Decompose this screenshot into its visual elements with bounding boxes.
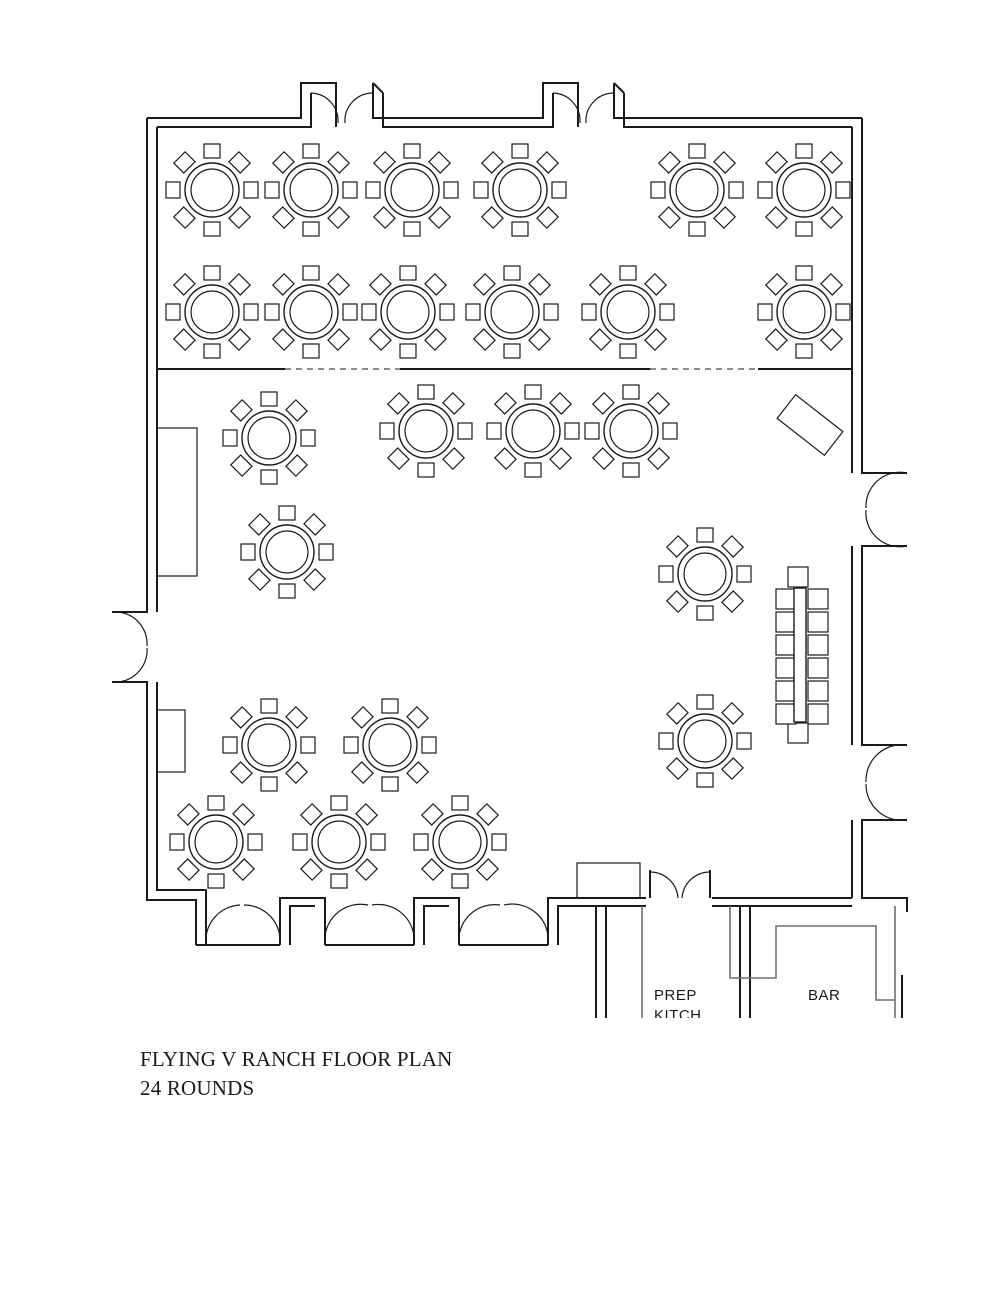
round-table: [465, 265, 559, 359]
round-table: [581, 265, 675, 359]
round-table: [222, 698, 316, 792]
round-table: [264, 265, 358, 359]
round-table: [292, 795, 386, 889]
round-table: [165, 265, 259, 359]
round-table: [222, 391, 316, 485]
round-table: [165, 143, 259, 237]
round-table: [365, 143, 459, 237]
floor-plan-drawing: PREP KITCH BAR: [111, 82, 908, 1024]
round-table: [658, 527, 752, 621]
round-table: [169, 795, 263, 889]
prep-kitchen-label-line1: PREP: [654, 987, 697, 1004]
bar-label: BAR: [808, 987, 840, 1004]
round-tables: [165, 143, 851, 889]
service-area: [576, 862, 903, 1018]
round-table: [486, 384, 580, 478]
floor-plan-subtitle: 24 ROUNDS: [140, 1076, 255, 1100]
round-table: [413, 795, 507, 889]
buffet-tables: [156, 393, 844, 773]
round-table: [473, 143, 567, 237]
round-table: [240, 505, 334, 599]
round-table: [757, 265, 851, 359]
round-table: [343, 698, 437, 792]
round-table: [658, 694, 752, 788]
round-table: [650, 143, 744, 237]
round-table: [264, 143, 358, 237]
floor-plan-title: FLYING V RANCH FLOOR PLAN: [140, 1047, 453, 1071]
round-table: [757, 143, 851, 237]
door-swings: [111, 92, 908, 946]
round-table: [584, 384, 678, 478]
long-table: [775, 566, 829, 744]
round-table: [379, 384, 473, 478]
round-table: [361, 265, 455, 359]
exterior-walls: [112, 82, 908, 946]
